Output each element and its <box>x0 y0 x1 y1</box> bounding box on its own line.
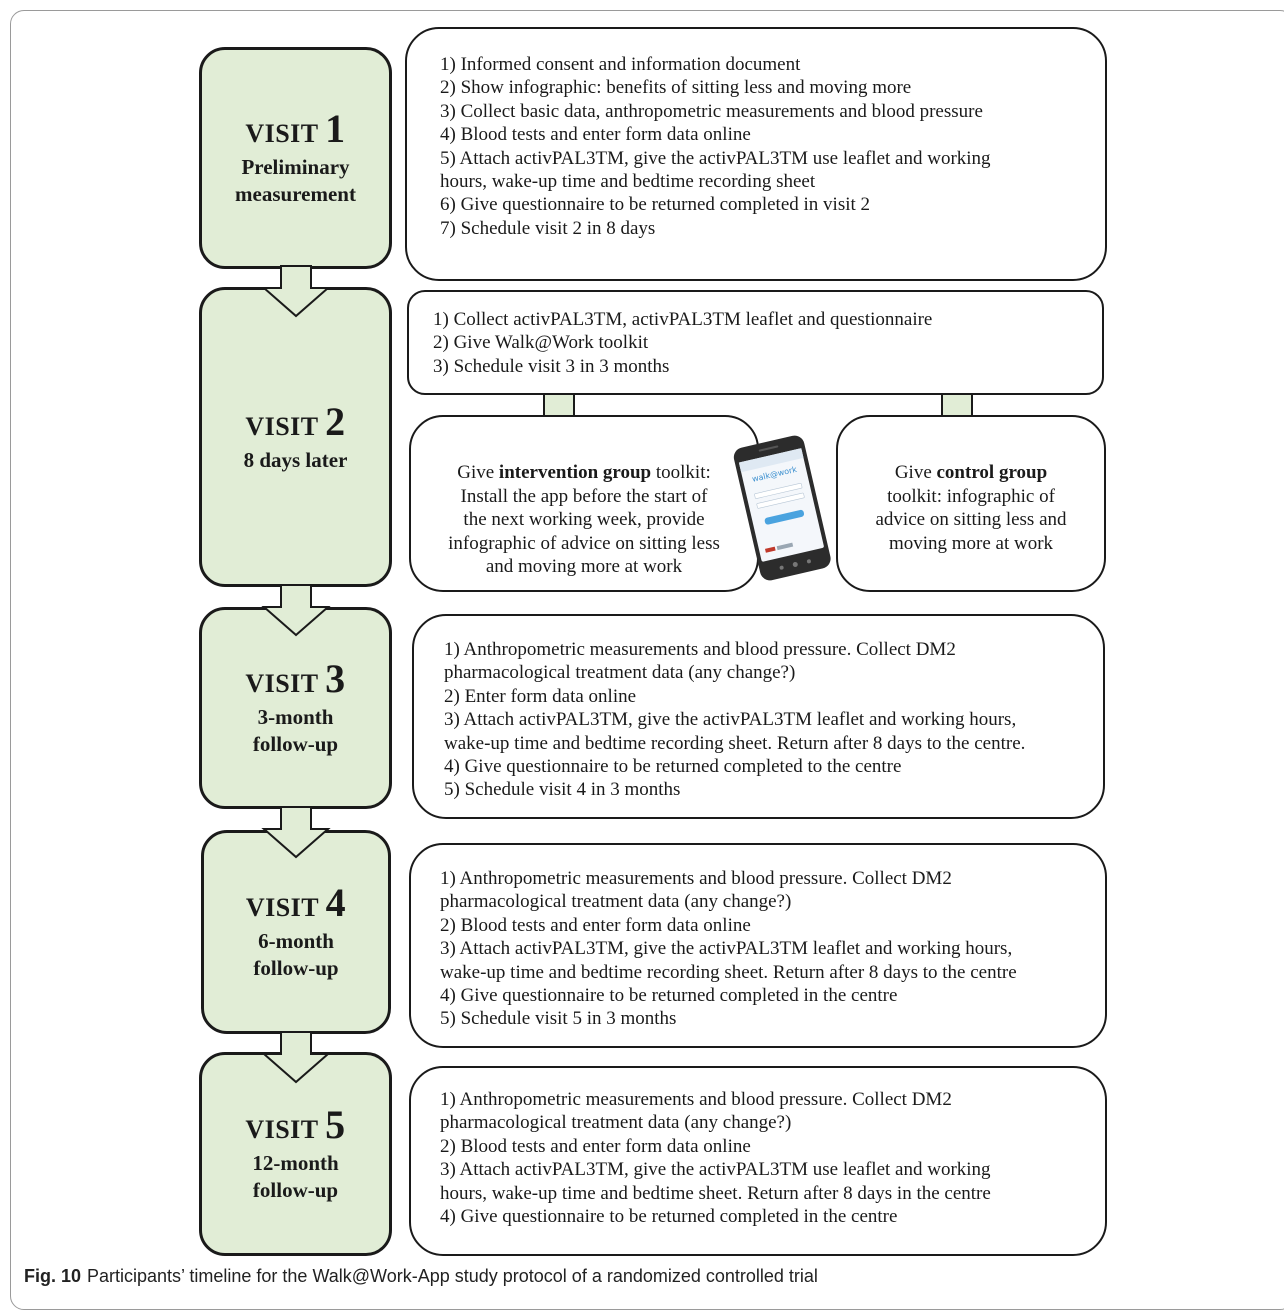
step-item: pharmacological treatment data (any chan… <box>440 1112 792 1134</box>
step-item: 1) Anthropometric measurements and blood… <box>440 868 952 889</box>
step-item: 5) Attach activPAL3TM, give the activPAL… <box>440 147 991 169</box>
visit-1-details: 1) Informed consent and information docu… <box>405 27 1107 281</box>
control-group-box: Give control group toolkit: infographic … <box>836 415 1106 592</box>
intervention-group-text: Give intervention group toolkit: Install… <box>448 462 720 577</box>
step-item: wake-up time and bedtime recording sheet… <box>444 732 1026 754</box>
step-item: 2) Give Walk@Work toolkit <box>433 332 649 354</box>
caption-text: Participants’ timeline for the Walk@Work… <box>87 1266 818 1286</box>
step-item: 2) Enter form data online <box>444 685 637 707</box>
step-item: 1) Informed consent and information docu… <box>440 54 801 75</box>
step-item: 4) Give questionnaire to be returned com… <box>444 756 902 778</box>
visit-2-steps: 1) Collect activPAL3TM, activPAL3TM leaf… <box>433 308 932 378</box>
visit-4-details: 1) Anthropometric measurements and blood… <box>409 843 1107 1048</box>
arrow-down-icon <box>261 806 331 859</box>
step-item: 1) Anthropometric measurements and blood… <box>440 1089 952 1110</box>
visit-2-title: VISIT 2 <box>245 398 346 444</box>
arrow-down-icon <box>261 1031 331 1084</box>
step-item: hours, wake-up time and bedtime sheet. R… <box>440 1182 991 1204</box>
visit-3-details: 1) Anthropometric measurements and blood… <box>412 614 1105 819</box>
step-item: 5) Schedule visit 4 in 3 months <box>444 779 681 801</box>
visit-5-title: VISIT 5 <box>245 1102 346 1147</box>
step-item: pharmacological treatment data (any chan… <box>440 891 792 913</box>
step-item: pharmacological treatment data (any chan… <box>444 662 796 684</box>
step-item: 4) Blood tests and enter form data onlin… <box>440 124 751 146</box>
step-item: 4) Give questionnaire to be returned com… <box>440 985 898 1007</box>
step-item: 2) Blood tests and enter form data onlin… <box>440 1135 751 1157</box>
visit-1-steps: 1) Informed consent and information docu… <box>440 53 991 240</box>
step-item: 3) Collect basic data, anthropometric me… <box>440 100 983 122</box>
visit-3-steps: 1) Anthropometric measurements and blood… <box>444 638 1025 802</box>
arrow-down-icon <box>261 265 331 318</box>
visit-2-subtitle: 8 days later <box>243 447 348 472</box>
smartphone-app-icon: walk@work <box>733 435 831 581</box>
step-item: 1) Anthropometric measurements and blood… <box>444 639 956 660</box>
step-item: 1) Collect activPAL3TM, activPAL3TM leaf… <box>433 309 933 330</box>
figure-label: Fig. 10 <box>24 1266 82 1286</box>
visit-5-steps: 1) Anthropometric measurements and blood… <box>440 1088 991 1228</box>
arrow-down-icon <box>261 584 331 637</box>
step-item: 3) Attach activPAL3TM, give the activPAL… <box>440 938 1013 960</box>
step-item: 3) Schedule visit 3 in 3 months <box>433 355 670 377</box>
step-item: 4) Give questionnaire to be returned com… <box>440 1206 898 1228</box>
step-item: 2) Blood tests and enter form data onlin… <box>440 914 751 936</box>
visit-2-box: VISIT 2 8 days later <box>199 287 392 587</box>
step-item: 3) Attach activPAL3TM, give the activPAL… <box>440 1159 991 1181</box>
step-item: 3) Attach activPAL3TM, give the activPAL… <box>444 709 1017 731</box>
step-item: 5) Schedule visit 5 in 3 months <box>440 1008 677 1030</box>
intervention-group-box: Give intervention group toolkit: Install… <box>409 415 759 592</box>
step-item: 2) Show infographic: benefits of sitting… <box>440 77 912 99</box>
step-item: hours, wake-up time and bedtime recordin… <box>440 171 816 193</box>
step-item: 7) Schedule visit 2 in 8 days <box>440 217 656 239</box>
step-item: 6) Give questionnaire to be returned com… <box>440 194 871 216</box>
control-group-text: Give control group toolkit: infographic … <box>875 462 1067 554</box>
visit-5-details: 1) Anthropometric measurements and blood… <box>409 1066 1107 1256</box>
visit-4-title: VISIT 4 <box>245 880 347 925</box>
visit-2-details: 1) Collect activPAL3TM, activPAL3TM leaf… <box>407 290 1104 395</box>
step-item: wake-up time and bedtime recording sheet… <box>440 961 1017 983</box>
visit-3-title: VISIT 3 <box>245 656 346 701</box>
visit-4-steps: 1) Anthropometric measurements and blood… <box>440 867 1017 1031</box>
visit-1-title: VISIT 1 <box>245 106 346 151</box>
